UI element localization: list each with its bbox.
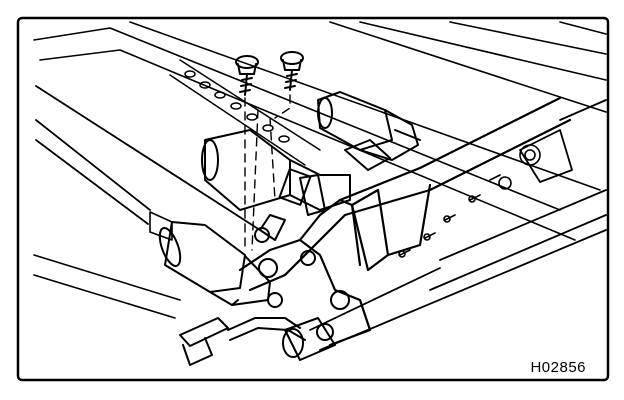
seat-motor-left [149, 211, 271, 306]
seat-motor-right [317, 91, 421, 171]
figure-border [16, 16, 610, 382]
lower-left-rail [33, 254, 181, 319]
right-rail [309, 99, 607, 351]
alignment-lines [244, 94, 291, 251]
mounting-studs [398, 144, 541, 258]
slotted-track [169, 59, 321, 166]
upper-rail [33, 21, 607, 241]
drive-cable [35, 85, 261, 231]
wire-connector [179, 317, 306, 366]
screw-right-icon [280, 51, 304, 91]
screw-left-icon [235, 55, 259, 96]
pivot-links [254, 174, 350, 310]
seat-motor-center [201, 129, 351, 211]
end-cap [282, 317, 336, 361]
seat-frame-bracket [238, 96, 572, 347]
figure-reference-code: H02856 [530, 359, 586, 376]
